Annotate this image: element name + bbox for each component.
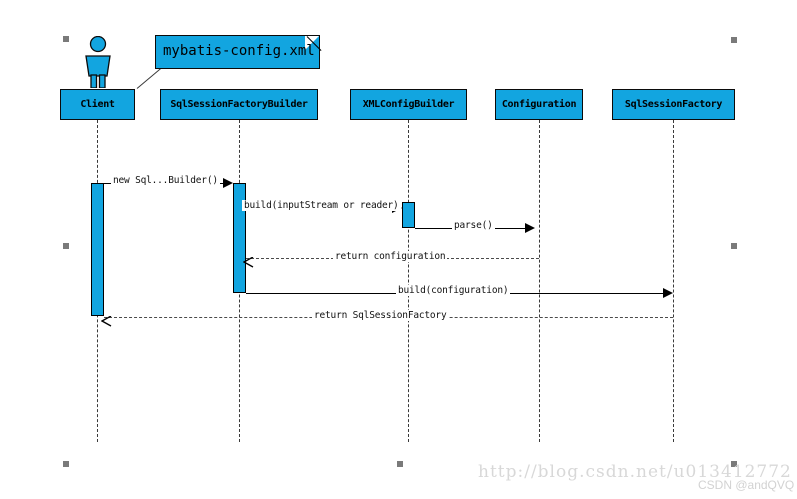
watermark-tag: CSDN @andQVQ (698, 478, 795, 492)
selection-handle-top-right[interactable] (731, 37, 737, 43)
selection-handle-middle-left[interactable] (63, 243, 69, 249)
selection-handle-top-left[interactable] (63, 36, 69, 42)
lifeline-header-factory[interactable]: SqlSessionFactory (612, 89, 735, 120)
selection-handle-middle-right[interactable] (731, 243, 737, 249)
activation-bar-client[interactable] (91, 183, 104, 316)
lifeline-header-builder[interactable]: SqlSessionFactoryBuilder (160, 89, 318, 120)
note-connector-line (136, 66, 164, 89)
message-label-parse: parse() (452, 220, 495, 231)
selection-handle-bottom-left[interactable] (63, 461, 69, 467)
lifeline-header-client[interactable]: Client (60, 89, 135, 120)
arrowhead-build-configuration-icon (663, 288, 673, 298)
message-label-return-configuration: return configuration (333, 251, 448, 262)
lifeline-header-xmlconfig[interactable]: XMLConfigBuilder (350, 89, 467, 120)
arrowhead-return-configuration-icon (242, 253, 254, 268)
message-label-build-inputstream: build(inputStream or reader) (242, 200, 401, 211)
arrowhead-new-builder-icon (223, 178, 233, 188)
lifeline-xmlconfig (408, 120, 409, 442)
note-text: mybatis-config.xml (163, 43, 315, 59)
selection-handle-bottom-center[interactable] (397, 461, 403, 467)
lifeline-factory (673, 120, 674, 442)
activation-bar-xmlconfig[interactable] (402, 202, 415, 228)
arrowhead-parse-icon (525, 223, 535, 233)
lifeline-configuration (539, 120, 540, 442)
client-actor-icon (78, 35, 118, 89)
message-label-new-builder: new Sql...Builder() (111, 175, 220, 186)
lifeline-header-configuration[interactable]: Configuration (495, 89, 583, 120)
arrowhead-return-factory-icon (100, 312, 112, 327)
note-mybatis-config[interactable] (155, 35, 322, 69)
message-label-return-factory: return SqlSessionFactory (312, 310, 449, 321)
selection-handle-bottom-right[interactable] (731, 461, 737, 467)
note-fold-corner-icon (305, 36, 319, 50)
watermark-url: http://blog.csdn.net/u013412772 (478, 462, 792, 482)
message-label-build-configuration: build(configuration) (396, 285, 511, 296)
